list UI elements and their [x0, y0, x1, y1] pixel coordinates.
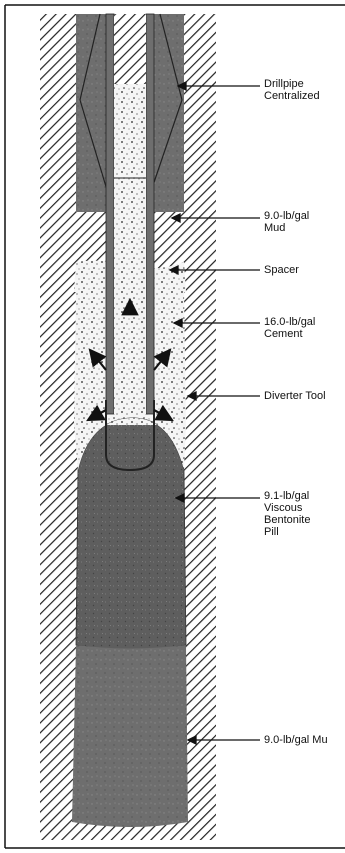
drillpipe-left-wall [106, 14, 114, 414]
drillpipe-label-line1: Drillpipe [264, 78, 320, 90]
mud-top-label-line1: 9.0-lb/gal [264, 210, 309, 222]
cement-label-line2: Cement [264, 328, 315, 340]
cement-label-line1: 16.0-lb/gal [264, 316, 315, 328]
mud-bottom-label: 9.0-lb/gal Mu [264, 734, 328, 746]
bentonite-pill-region [76, 418, 186, 650]
spacer-label: Spacer [264, 264, 299, 276]
pill-label-line1: 9.1-lb/gal [264, 490, 310, 502]
drillpipe-label: Drillpipe Centralized [264, 78, 320, 102]
mud-bottom-label-text: 9.0-lb/gal Mu [264, 734, 328, 746]
mud-bottom-region [72, 645, 188, 827]
drillpipe-right-wall [146, 14, 154, 414]
cement-label: 16.0-lb/gal Cement [264, 316, 315, 340]
bentonite-pill-label: 9.1-lb/gal Viscous Bentonite Pill [264, 490, 310, 538]
mud-top-label: 9.0-lb/gal Mud [264, 210, 309, 234]
pill-label-line3: Bentonite [264, 514, 310, 526]
diverter-tool-label-text: Diverter Tool [264, 390, 326, 402]
pill-label-line2: Viscous [264, 502, 310, 514]
drillpipe-top-hatch [114, 14, 146, 84]
drillpipe-label-line2: Centralized [264, 90, 320, 102]
mud-top-label-line2: Mud [264, 222, 309, 234]
spacer-label-text: Spacer [264, 264, 299, 276]
diverter-tool-label: Diverter Tool [264, 390, 326, 402]
pill-label-line4: Pill [264, 526, 310, 538]
